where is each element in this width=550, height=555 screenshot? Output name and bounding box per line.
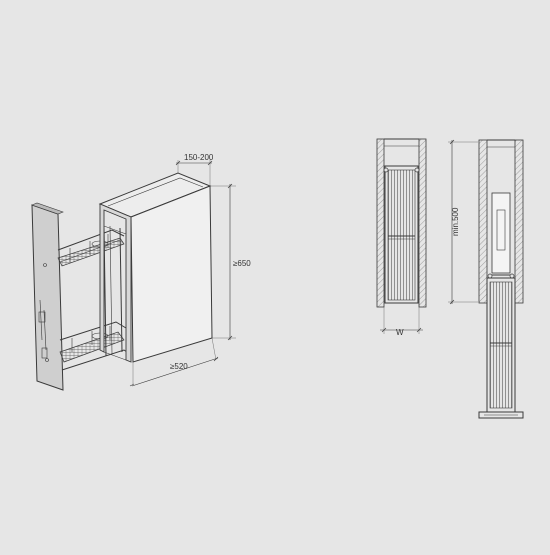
dim-cabinet-height: ≥650 xyxy=(210,183,251,341)
front-view-closed: W xyxy=(376,138,427,337)
front-door-panel xyxy=(31,202,64,391)
label-min-height: min.500 xyxy=(451,207,460,236)
cabinet-carcass xyxy=(98,172,213,363)
label-cabinet-width: 150-200 xyxy=(184,153,214,162)
label-opening-width: W xyxy=(396,328,404,337)
runner-mechanism xyxy=(487,192,515,279)
dim-cabinet-depth: ≥520 xyxy=(129,337,219,387)
isometric-view: 150-200 ≥650 ≥520 xyxy=(31,153,251,391)
pull-out-basket xyxy=(57,225,131,371)
label-cabinet-depth: ≥520 xyxy=(170,362,188,371)
label-cabinet-height: ≥650 xyxy=(233,259,251,268)
dim-cabinet-width: 150-200 xyxy=(175,153,214,186)
front-view-extended: min.500 xyxy=(448,139,524,419)
